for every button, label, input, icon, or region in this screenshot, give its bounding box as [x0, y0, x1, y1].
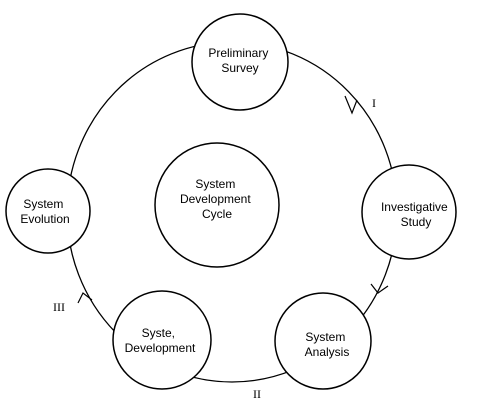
svg-text:Investigative Study: Investigative Study	[381, 200, 451, 229]
arrow-head-3	[77, 292, 93, 304]
node-label-line-2: Study	[401, 215, 432, 229]
node-preliminary-survey: Preliminary Survey	[191, 13, 289, 111]
node-circle	[191, 13, 289, 111]
node-label-line-2: Analysis	[305, 345, 350, 359]
phase-label-i: I	[372, 96, 376, 110]
node-circle	[112, 290, 212, 390]
node-circle	[274, 292, 372, 390]
node-system-analysis: System Analysis	[274, 292, 372, 390]
svg-text:Preliminary Survey: Preliminary Survey	[208, 46, 271, 75]
node-circle	[361, 164, 457, 260]
node-label-line-2: Development	[125, 341, 196, 355]
node-label-line-1: Preliminary	[208, 46, 268, 60]
phase-label-iii: III	[53, 300, 65, 314]
svg-text:System Analysis: System Analysis	[305, 330, 350, 359]
center-label-line-3: Cycle	[202, 207, 232, 221]
node-investigative-study: Investigative Study	[361, 164, 457, 260]
phase-label-ii: II	[253, 387, 261, 401]
center-label-line-2: Development	[180, 192, 251, 206]
svg-text:System Evolution: System Evolution	[20, 197, 69, 226]
arrow-head-1	[344, 95, 358, 115]
arrow-head-2	[370, 283, 389, 294]
node-syste-development: Syste, Development	[112, 290, 212, 390]
node-label-line-1: Syste,	[142, 326, 175, 340]
center-label-line-1: System	[195, 177, 235, 191]
node-circle	[5, 168, 91, 254]
svg-text:Syste, Development: Syste, Development	[125, 326, 196, 355]
node-label-line-2: Survey	[221, 61, 258, 75]
center-circle	[154, 142, 280, 268]
node-system-evolution: System Evolution	[5, 168, 91, 254]
node-label-line-1: Investigative	[381, 200, 448, 214]
node-label-line-2: Evolution	[20, 212, 69, 226]
center-node: System Development Cycle	[154, 142, 280, 268]
node-label-line-1: System	[305, 330, 345, 344]
svg-text:System Development: System Development Cycle	[180, 177, 254, 221]
node-label-line-1: System	[23, 197, 63, 211]
